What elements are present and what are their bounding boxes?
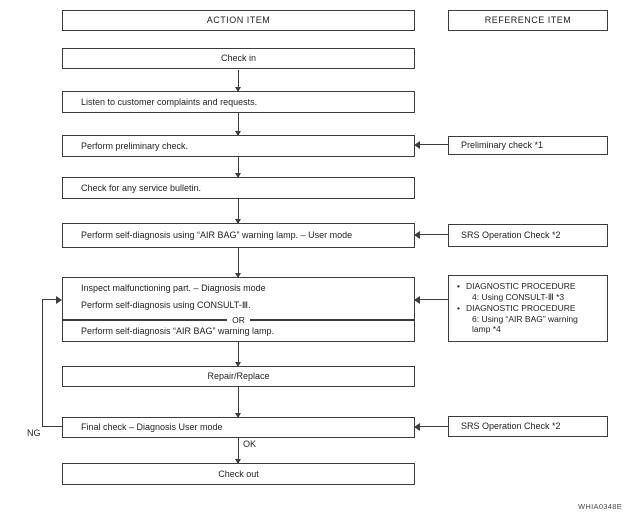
ref-srs-operation-check-bottom: SRS Operation Check *2: [448, 416, 608, 437]
diagnostic-procedure-item: • DIAGNOSTIC PROCEDURE 4: Using CONSULT-…: [457, 281, 603, 302]
label-ok: OK: [243, 439, 257, 449]
ref-diagnostic-procedures: • DIAGNOSTIC PROCEDURE 4: Using CONSULT-…: [448, 275, 608, 342]
node-service-bulletin: Check for any service bulletin.: [62, 177, 415, 199]
node-inspect-diagnosis-mode: Inspect malfunctioning part. – Diagnosis…: [62, 277, 415, 342]
arrow-down-icon: [237, 199, 239, 223]
action-item-header: ACTION ITEM: [62, 10, 415, 31]
figure-code-watermark: WHIA0348E: [578, 502, 622, 511]
inspect-line-3: Perform self-diagnosis “AIR BAG” warning…: [81, 326, 275, 336]
node-check-in: Check in: [62, 48, 415, 69]
diag-title-1: DIAGNOSTIC PROCEDURE: [466, 281, 576, 291]
arrow-right-icon: [56, 296, 62, 304]
arrow-left-icon: [414, 139, 448, 151]
node-check-out: Check out: [62, 463, 415, 485]
bullet-icon: •: [457, 281, 460, 291]
node-repair-replace: Repair/Replace: [62, 366, 415, 387]
ng-loop-top-line: [42, 299, 56, 301]
or-divider-line-left: [63, 319, 228, 321]
ref-preliminary-check: Preliminary check *1: [448, 136, 608, 155]
node-listen-complaints: Listen to customer complaints and reques…: [62, 91, 415, 113]
arrow-down-icon: [237, 113, 239, 135]
arrow-down-icon: [237, 157, 239, 177]
reference-item-header: REFERENCE ITEM: [448, 10, 608, 31]
node-final-check: Final check – Diagnosis User mode: [62, 417, 415, 438]
or-divider: OR: [63, 315, 414, 325]
or-label: OR: [232, 314, 245, 325]
diag-title-2: DIAGNOSTIC PROCEDURE: [466, 303, 576, 313]
or-divider-line-right: [249, 319, 414, 321]
node-preliminary-check: Perform preliminary check.: [62, 135, 415, 157]
arrow-down-icon: [237, 387, 239, 417]
bullet-icon: •: [457, 303, 460, 313]
inspect-line-1: Inspect malfunctioning part. – Diagnosis…: [81, 283, 266, 293]
arrow-left-icon: [414, 421, 448, 433]
label-ng: NG: [27, 428, 41, 438]
diagnostic-procedure-item: • DIAGNOSTIC PROCEDURE 6: Using “AIR BAG…: [457, 303, 603, 335]
node-self-diagnosis-user-mode: Perform self-diagnosis using “AIR BAG” w…: [62, 223, 415, 248]
ng-loop-vertical-line: [42, 299, 44, 427]
ng-loop-bottom-line: [42, 426, 62, 428]
inspect-line-2: Perform self-diagnosis using CONSULT-Ⅲ.: [81, 300, 251, 310]
arrow-down-icon: [237, 248, 239, 277]
arrow-left-icon: [414, 294, 448, 306]
diag-detail-2: 6: Using “AIR BAG” warning lamp *4: [472, 313, 578, 335]
arrow-left-icon: [414, 229, 448, 241]
diag-detail-1: 4: Using CONSULT-Ⅲ *3: [472, 291, 565, 302]
ref-srs-operation-check-top: SRS Operation Check *2: [448, 224, 608, 247]
arrow-down-icon: [237, 342, 239, 366]
arrow-down-icon: [237, 70, 239, 91]
arrow-down-icon: [237, 438, 239, 463]
